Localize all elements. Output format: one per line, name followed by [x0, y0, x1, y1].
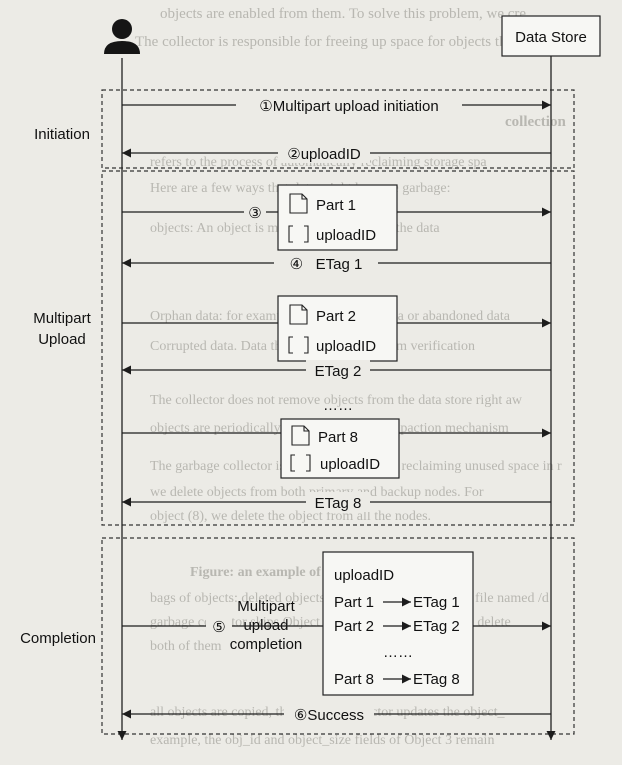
bg-text-line: The collector does not remove objects fr… — [150, 393, 523, 408]
phase-label-upload: Upload — [38, 331, 86, 348]
label-bg — [284, 704, 374, 724]
message-success: ⑥Success — [294, 707, 364, 724]
part-2-name: Part 2 — [316, 308, 356, 325]
label-bg — [244, 202, 266, 222]
message-initiation: ①Multipart upload initiation — [259, 98, 438, 115]
document-icon — [291, 425, 310, 446]
bg-text-line: both of them — [150, 639, 222, 654]
message-etag-8: ETag 8 — [315, 495, 362, 512]
label-bg — [206, 616, 232, 636]
completion-ellipsis: …… — [383, 644, 413, 661]
document-icon — [289, 193, 308, 214]
document-icon — [289, 304, 308, 325]
completion-request-label: Multipart — [237, 598, 295, 615]
parts-ellipsis: …… — [323, 397, 353, 414]
label-bg — [306, 492, 370, 512]
message-etag-1: ④ ETag 1 — [290, 256, 363, 273]
part-8-id: uploadID — [320, 456, 380, 473]
completion-upload-id: uploadID — [334, 567, 394, 584]
completion-row-part: Part 8 — [334, 671, 374, 688]
completion-row-etag: ETag 8 — [413, 671, 460, 688]
phase-label-initiation: Initiation — [34, 126, 90, 143]
part-8-name: Part 8 — [318, 429, 358, 446]
completion-row-part: Part 2 — [334, 618, 374, 635]
part-1-box — [277, 184, 398, 251]
part-8-box — [280, 418, 400, 479]
bracket-icon — [290, 454, 311, 472]
label-bg — [306, 360, 370, 380]
bg-text-line: example, the obj_id and object_size fiel… — [150, 733, 494, 748]
message-etag-2: ETag 2 — [315, 363, 362, 380]
bg-text-line: The collector is responsible for freeing… — [135, 34, 528, 50]
message-completion-step: ⑤ — [212, 619, 225, 636]
data-store-label: Data Store — [515, 29, 587, 46]
label-bg — [278, 143, 370, 163]
part-1-name: Part 1 — [316, 197, 356, 214]
part-2-id: uploadID — [316, 338, 376, 355]
initiation-frame — [101, 89, 575, 169]
message-uploadid: ②uploadID — [287, 146, 361, 163]
message-part-1-step: ③ — [248, 205, 261, 222]
completion-request-label: completion — [230, 636, 303, 653]
label-bg — [236, 95, 462, 115]
part-1-id: uploadID — [316, 227, 376, 244]
bg-text-heading: collection — [505, 114, 566, 130]
label-bg — [274, 253, 378, 273]
completion-row-etag: ETag 2 — [413, 618, 460, 635]
user-icon — [104, 19, 140, 54]
completion-row-etag: ETag 1 — [413, 594, 460, 611]
bracket-icon — [288, 225, 309, 243]
completion-row-part: Part 1 — [334, 594, 374, 611]
completion-payload-box — [322, 551, 474, 696]
phase-label-upload: Multipart — [33, 310, 91, 327]
completion-frame — [101, 537, 575, 735]
bg-text-line: objects are enabled from them. To solve … — [160, 6, 526, 22]
bg-text-line: object (8), we delete the object from al… — [150, 509, 431, 524]
part-2-box — [277, 295, 398, 362]
bracket-icon — [288, 336, 309, 354]
phase-label-completion: Completion — [20, 630, 96, 647]
